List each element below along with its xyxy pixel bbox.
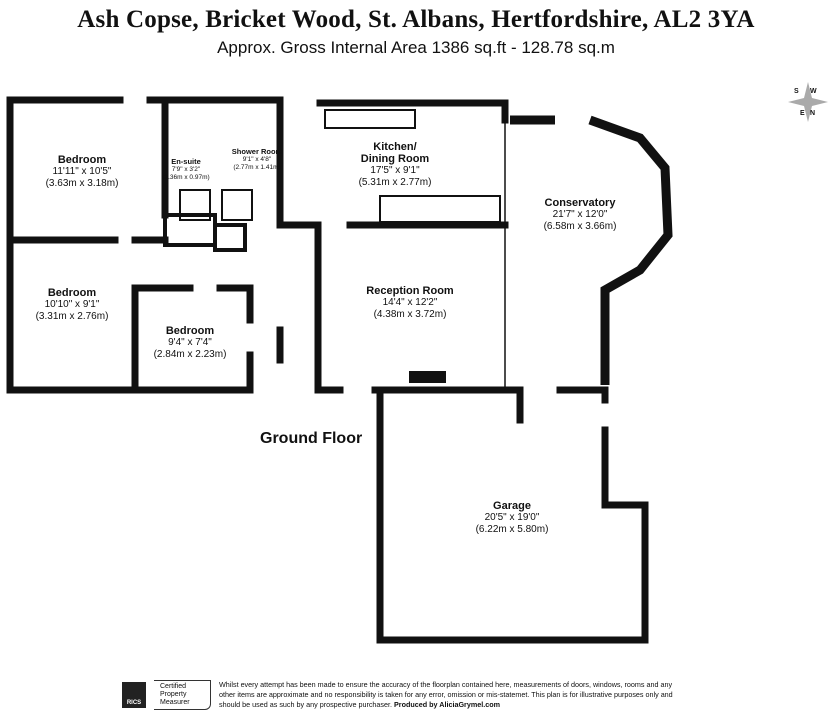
producer-credit: Produced by AliciaGrymel.com: [394, 700, 500, 709]
thin-lines: [163, 109, 506, 390]
compass-n: N: [810, 110, 816, 117]
compass-e: E: [800, 110, 805, 117]
property-address: Ash Copse, Bricket Wood, St. Albans, Her…: [77, 6, 755, 33]
footer: RICS Certified Property Measurer Whilst …: [122, 680, 689, 710]
disclaimer: Whilst every attempt has been made to en…: [219, 680, 689, 710]
compass-s: S: [794, 88, 799, 95]
conservatory-walls: [510, 115, 673, 385]
gross-area: Approx. Gross Internal Area 1386 sq.ft -…: [217, 38, 615, 57]
compass-w: W: [810, 88, 817, 95]
disclaimer-text: Whilst every attempt has been made to en…: [219, 680, 673, 709]
floor-label: Ground Floor: [260, 430, 363, 447]
rics-logo: RICS: [122, 682, 146, 708]
walls: [6, 96, 649, 644]
certified-badge: Certified Property Measurer: [154, 680, 211, 710]
compass-rose: [788, 82, 828, 122]
